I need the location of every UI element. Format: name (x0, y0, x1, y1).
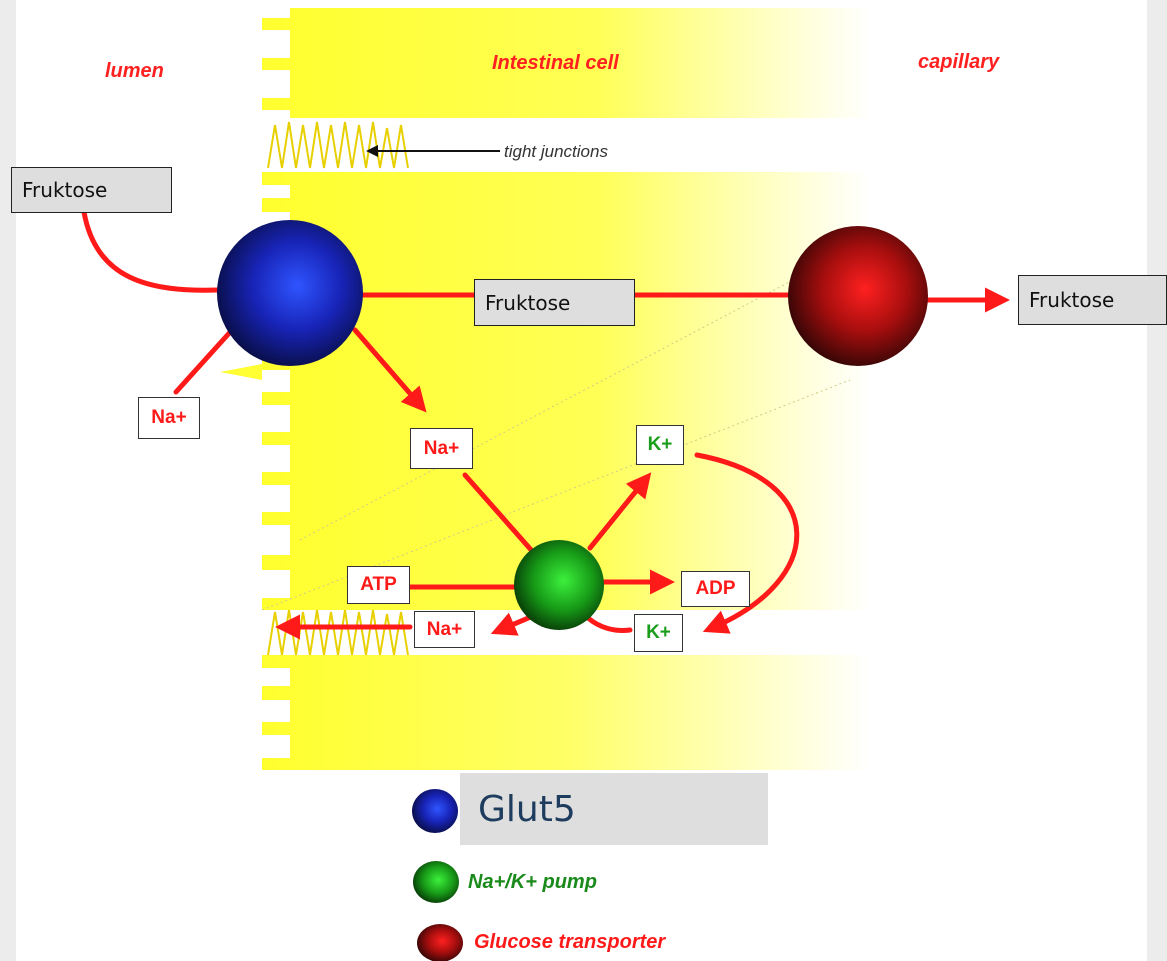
fruktose-inflow-path (81, 209, 221, 293)
upper-cell (262, 8, 870, 118)
sodium-to-cell-arrow (352, 327, 427, 413)
intestinal-cell-label: Intestinal cell (492, 52, 619, 74)
glut5-legend-icon (412, 789, 458, 833)
sodium-out-label: Na+ (414, 611, 475, 648)
sodium-potassium-pump (514, 540, 604, 630)
lumen-label: lumen (105, 60, 164, 82)
potassium-in-label: K+ (634, 614, 683, 652)
tight-junctions-label: tight junctions (504, 142, 608, 161)
lower-cell (262, 655, 870, 770)
capillary-label: capillary (918, 51, 1000, 73)
transporter-legend-label: Glucose transporter (474, 931, 666, 953)
pump-legend-icon (413, 861, 459, 903)
potassium-in-path (585, 615, 633, 633)
glut5-transporter (217, 220, 363, 366)
potassium-release-arrow (587, 472, 652, 551)
fruktose-lumen-box: Fruktose (11, 167, 172, 213)
atp-label: ATP (347, 566, 410, 604)
intestinal-cell (220, 172, 870, 611)
sodium-lumen-label: Na+ (138, 397, 200, 439)
pathways (81, 209, 1010, 640)
glut5-legend-label: Glut5 (460, 773, 768, 845)
potassium-recycle-arrow (694, 452, 800, 634)
sodium-cell-label: Na+ (410, 428, 473, 469)
pump-legend-label: Na+/K+ pump (468, 871, 597, 893)
tight-junction-lower (267, 609, 409, 656)
glucose-transporter (788, 226, 928, 366)
sodium-to-pump-path (462, 472, 543, 563)
adp-label: ADP (681, 571, 750, 607)
fruktose-cell-box: Fruktose (474, 279, 635, 326)
transporter-legend-icon (417, 924, 463, 961)
sodium-inflow-path (173, 327, 235, 395)
potassium-release-label: K+ (636, 425, 684, 465)
tight-junction-upper (267, 121, 409, 169)
fruktose-capillary-box: Fruktose (1018, 275, 1167, 325)
